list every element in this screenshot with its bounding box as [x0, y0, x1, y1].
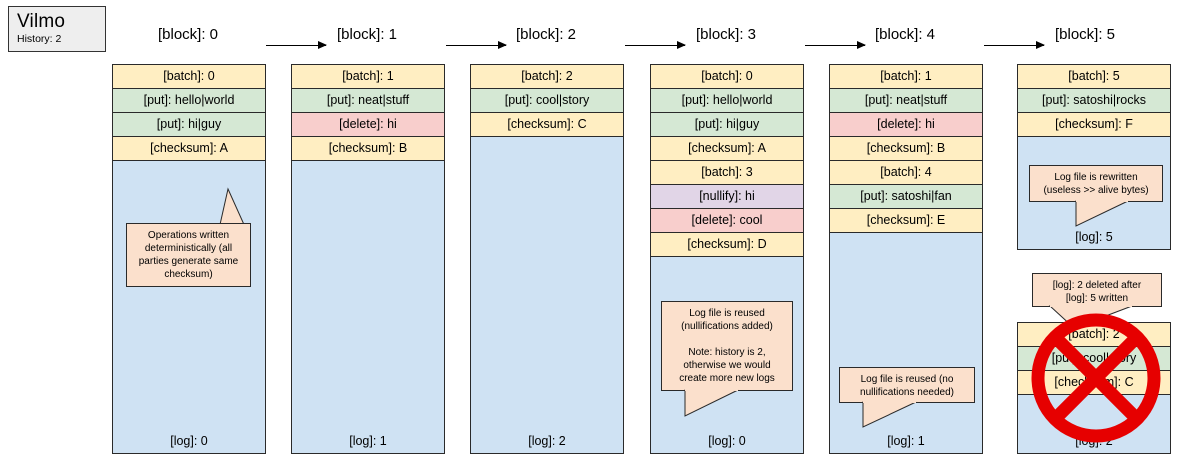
op-row: [put]: cool|story — [471, 89, 623, 113]
op-row: [checksum]: C — [1018, 371, 1170, 395]
log-block-body: [log]: 1 — [292, 161, 444, 453]
log-file-label-0: [log]: 0 — [170, 434, 208, 448]
log-file-label-5: [log]: 5 — [1075, 230, 1113, 244]
log-block-4[interactable]: [batch]: 1 [put]: neat|stuff [delete]: h… — [829, 64, 983, 454]
callout-4: Log file is reused (no nullifications ne… — [839, 367, 975, 403]
op-row: [delete]: hi — [292, 113, 444, 137]
op-row: [put]: neat|stuff — [292, 89, 444, 113]
log-block-body: Operations written deterministically (al… — [113, 161, 265, 453]
log-block-body: [log]: 2 — [471, 137, 623, 453]
block-header-4: [block]: 4 — [874, 26, 936, 43]
log-file-label-1: [log]: 1 — [349, 434, 387, 448]
block-header-1: [block]: 1 — [336, 26, 398, 43]
op-row: [put]: satoshi|rocks — [1018, 89, 1170, 113]
log-block-body: Log file is reused (nullifications added… — [651, 257, 803, 453]
flow-arrow-4-to-5 — [984, 41, 1045, 50]
op-row: [batch]: 0 — [113, 65, 265, 89]
log-block-body: Log file is reused (no nullifications ne… — [830, 233, 982, 453]
op-row: [put]: neat|stuff — [830, 89, 982, 113]
log-block-3[interactable]: [batch]: 0 [put]: hello|world [put]: hi|… — [650, 64, 804, 454]
op-row: [checksum]: F — [1018, 113, 1170, 137]
log-block-body: Log file is rewritten (useless >> alive … — [1018, 137, 1170, 249]
app-name: Vilmo — [17, 11, 66, 32]
block-header-5: [block]: 5 — [1054, 26, 1116, 43]
flow-arrow-0-to-1 — [266, 41, 327, 50]
callout-3: Log file is reused (nullifications added… — [661, 301, 793, 391]
op-row: [batch]: 5 — [1018, 65, 1170, 89]
op-row: [batch]: 1 — [830, 65, 982, 89]
log-block-2[interactable]: [batch]: 2 [put]: cool|story [checksum]:… — [470, 64, 624, 454]
log-file-label-2: [log]: 2 — [528, 434, 566, 448]
op-row: [put]: hi|guy — [651, 113, 803, 137]
log-file-label-4: [log]: 1 — [887, 434, 925, 448]
log-block-5[interactable]: [batch]: 5 [put]: satoshi|rocks [checksu… — [1017, 64, 1171, 250]
op-row: [nullify]: hi — [651, 185, 803, 209]
deleted-block-callout: [log]: 2 deleted after [log]: 5 written — [1032, 273, 1162, 307]
op-row: [batch]: 3 — [651, 161, 803, 185]
flow-arrow-1-to-2 — [446, 41, 507, 50]
block-header-2: [block]: 2 — [515, 26, 577, 43]
log-block-deleted[interactable]: [batch]: 2 [put]: cool|story [checksum]:… — [1017, 322, 1171, 454]
op-row: [put]: cool|story — [1018, 347, 1170, 371]
op-row: [checksum]: A — [651, 137, 803, 161]
op-row: [batch]: 2 — [471, 65, 623, 89]
callout-tail-4 — [862, 401, 917, 428]
op-row: [checksum]: D — [651, 233, 803, 257]
op-row: [batch]: 2 — [1018, 323, 1170, 347]
log-block-0[interactable]: [batch]: 0 [put]: hello|world [put]: hi|… — [112, 64, 266, 454]
op-row: [checksum]: B — [830, 137, 982, 161]
op-row: [put]: hello|world — [113, 89, 265, 113]
op-row: [put]: satoshi|fan — [830, 185, 982, 209]
op-row: [batch]: 1 — [292, 65, 444, 89]
callout-tail-5 — [1075, 200, 1129, 227]
log-block-body: [log]: 2 — [1018, 395, 1170, 453]
op-row: [checksum]: C — [471, 113, 623, 137]
flow-arrow-3-to-4 — [805, 41, 866, 50]
log-file-label-3: [log]: 0 — [708, 434, 746, 448]
op-row: [delete]: cool — [651, 209, 803, 233]
flow-arrow-2-to-3 — [625, 41, 686, 50]
callout-0: Operations written deterministically (al… — [126, 223, 251, 287]
callout-5: Log file is rewritten (useless >> alive … — [1029, 165, 1163, 202]
log-block-1[interactable]: [batch]: 1 [put]: neat|stuff [delete]: h… — [291, 64, 445, 454]
history-depth-label: History: 2 — [17, 33, 62, 45]
op-row: [checksum]: A — [113, 137, 265, 161]
log-file-label-deleted: [log]: 2 — [1075, 434, 1113, 448]
op-row: [batch]: 0 — [651, 65, 803, 89]
block-header-3: [block]: 3 — [695, 26, 757, 43]
block-header-0: [block]: 0 — [157, 26, 219, 43]
op-row: [checksum]: E — [830, 209, 982, 233]
op-row: [batch]: 4 — [830, 161, 982, 185]
callout-tail-3 — [684, 389, 739, 417]
op-row: [put]: hi|guy — [113, 113, 265, 137]
op-row: [delete]: hi — [830, 113, 982, 137]
app-title-badge: Vilmo History: 2 — [8, 6, 106, 52]
op-row: [put]: hello|world — [651, 89, 803, 113]
op-row: [checksum]: B — [292, 137, 444, 161]
